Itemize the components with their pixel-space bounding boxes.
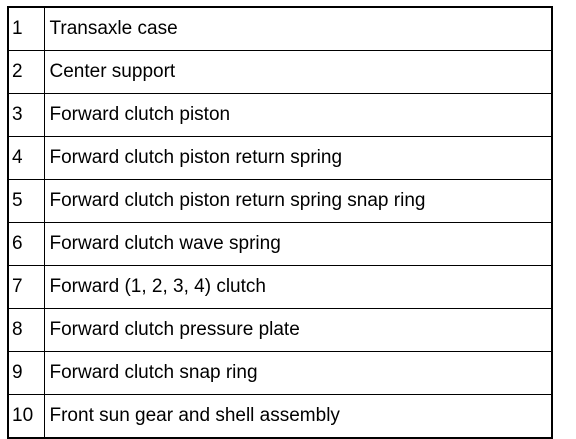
item-number: 4 — [7, 136, 45, 180]
table-row: 2 Center support — [7, 50, 553, 94]
item-description: Forward clutch pressure plate — [43, 308, 553, 352]
table-row: 4 Forward clutch piston return spring — [7, 136, 553, 180]
parts-legend: 1 Transaxle case 2 Center support 3 Forw… — [7, 6, 553, 439]
item-number: 1 — [7, 6, 45, 51]
item-description: Center support — [43, 50, 553, 94]
item-description: Forward clutch snap ring — [43, 351, 553, 395]
item-number: 9 — [7, 351, 45, 395]
item-description: Forward clutch piston return spring — [43, 136, 553, 180]
item-description: Forward clutch piston — [43, 93, 553, 137]
table-row: 7 Forward (1, 2, 3, 4) clutch — [7, 265, 553, 309]
item-description: Forward clutch wave spring — [43, 222, 553, 266]
item-number: 10 — [7, 394, 45, 439]
item-description: Transaxle case — [43, 6, 553, 51]
item-number: 2 — [7, 50, 45, 94]
item-number: 6 — [7, 222, 45, 266]
table-row: 6 Forward clutch wave spring — [7, 222, 553, 266]
table-row: 8 Forward clutch pressure plate — [7, 308, 553, 352]
table-row: 1 Transaxle case — [7, 6, 553, 51]
table-row: 9 Forward clutch snap ring — [7, 351, 553, 395]
table-row: 5 Forward clutch piston return spring sn… — [7, 179, 553, 223]
item-number: 5 — [7, 179, 45, 223]
item-number: 8 — [7, 308, 45, 352]
item-number: 7 — [7, 265, 45, 309]
parts-table: 1 Transaxle case 2 Center support 3 Forw… — [7, 6, 553, 439]
item-description: Front sun gear and shell assembly — [43, 394, 553, 439]
table-row: 10 Front sun gear and shell assembly — [7, 394, 553, 439]
table-row: 3 Forward clutch piston — [7, 93, 553, 137]
item-description: Forward (1, 2, 3, 4) clutch — [43, 265, 553, 309]
item-number: 3 — [7, 93, 45, 137]
item-description: Forward clutch piston return spring snap… — [43, 179, 553, 223]
